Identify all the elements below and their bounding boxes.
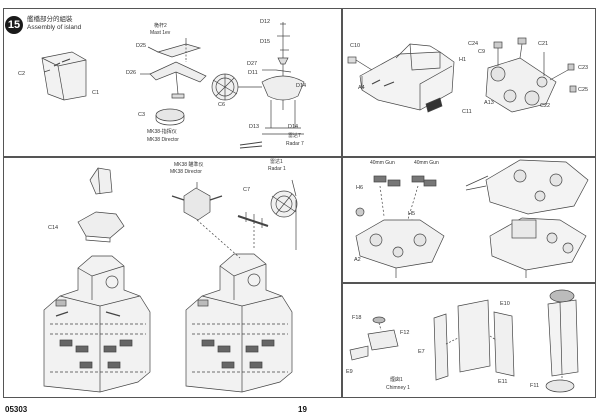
chimney-assembled-drawing: [545, 289, 579, 393]
step-number-badge: 15: [5, 16, 23, 34]
panel-middle-right: [342, 157, 596, 283]
deck-assembly-right-drawing: [465, 159, 589, 278]
step-title-cn: 艦橋部分的組裝: [27, 16, 73, 23]
part-yard-drawing: [237, 212, 269, 250]
label-40mm-gun-left: 40mm Gun: [370, 160, 395, 166]
superstructure-left-drawing: [43, 255, 151, 393]
label-c24: C24: [468, 41, 479, 47]
label-d14: D14: [296, 83, 307, 89]
label-radar7-en: Radar 7: [286, 141, 304, 147]
label-e7: E7: [418, 349, 425, 355]
panel-bottom-left: [3, 157, 342, 398]
chimney-panels-drawing: [433, 299, 515, 381]
label-d15: D15: [260, 39, 271, 45]
label-mast-cn: 桅杆2: [154, 23, 167, 29]
label-director-cn: MK38-指挥仪: [147, 129, 177, 135]
part-mk38-drawing: [171, 182, 241, 259]
label-c1: C1: [92, 90, 100, 96]
label-c2: C2: [18, 71, 26, 77]
panel-top-left: [3, 8, 342, 157]
label-c21: C21: [538, 41, 549, 47]
label-c10: C10: [350, 43, 361, 49]
label-d12: D12: [260, 19, 271, 25]
page-number: 19: [298, 405, 307, 414]
label-mk38-en: MK38 Director: [170, 169, 202, 175]
label-d14-lower: D14: [288, 124, 299, 130]
part-c14-drawing: [77, 211, 125, 243]
label-c7: C7: [243, 187, 251, 193]
part-c7-drawing: [89, 167, 113, 195]
superstructure-right-drawing: [185, 253, 293, 393]
label-h6: H6: [356, 185, 364, 191]
label-c23: C23: [578, 65, 589, 71]
step-title-en: Assembly of island: [27, 24, 82, 31]
label-c3: C3: [138, 112, 146, 118]
label-radar1-en: Radar 1: [268, 166, 286, 172]
label-director-en: MK38 Director: [147, 137, 179, 143]
part-c6-drawing: [211, 73, 262, 101]
label-f12: F12: [400, 330, 410, 336]
label-h5: H5: [408, 211, 416, 217]
part-c1-drawing: [41, 51, 87, 101]
panel-top-right: [342, 8, 596, 157]
part-d25-d26-drawing: [140, 38, 207, 99]
label-f18: F18: [352, 315, 362, 321]
label-e10: E10: [500, 301, 510, 307]
label-chimney-cn: 煙囱1: [390, 377, 403, 383]
part-a2-deck-drawing: [355, 219, 445, 278]
label-mk38-cn: MK38 瞄準仪: [174, 162, 204, 168]
label-d26: D26: [126, 70, 137, 76]
label-d25: D25: [136, 43, 147, 49]
label-a2: A2: [354, 257, 361, 263]
part-mast-drawing: [239, 22, 305, 149]
label-40mm-gun-right: 40mm Gun: [414, 160, 439, 166]
label-e9: E9: [346, 369, 353, 375]
label-c25: C25: [578, 87, 589, 93]
part-radar1-drawing: [270, 179, 298, 250]
label-c14: C14: [48, 225, 59, 231]
label-chimney-en: Chimney 1: [386, 385, 410, 391]
panel-bottom-right: [342, 283, 596, 398]
label-a13: A13: [484, 100, 494, 106]
label-radar7-cn: 雷达7: [288, 133, 301, 139]
label-c22: C22: [540, 103, 551, 109]
label-radar1-cn: 雷达1: [270, 159, 283, 165]
label-d11: D11: [248, 70, 258, 76]
part-a13-deck-drawing: [485, 37, 577, 113]
label-f11: F11: [530, 383, 540, 389]
label-c9: C9: [478, 49, 486, 55]
part-a4-bridge-drawing: [347, 43, 455, 113]
label-d13: D13: [249, 124, 260, 130]
part-c3-drawing: [155, 108, 185, 126]
label-c11: C11: [462, 109, 472, 115]
label-c6: C6: [218, 102, 226, 108]
label-mast-en: Mast 1ev: [150, 30, 171, 36]
label-e11: E11: [498, 379, 508, 385]
part-f18-f12-drawing: [349, 316, 399, 361]
product-code: 05303: [5, 405, 28, 414]
label-a4: A4: [358, 85, 365, 91]
label-h1: H1: [459, 57, 467, 63]
label-d27: D27: [247, 61, 258, 67]
